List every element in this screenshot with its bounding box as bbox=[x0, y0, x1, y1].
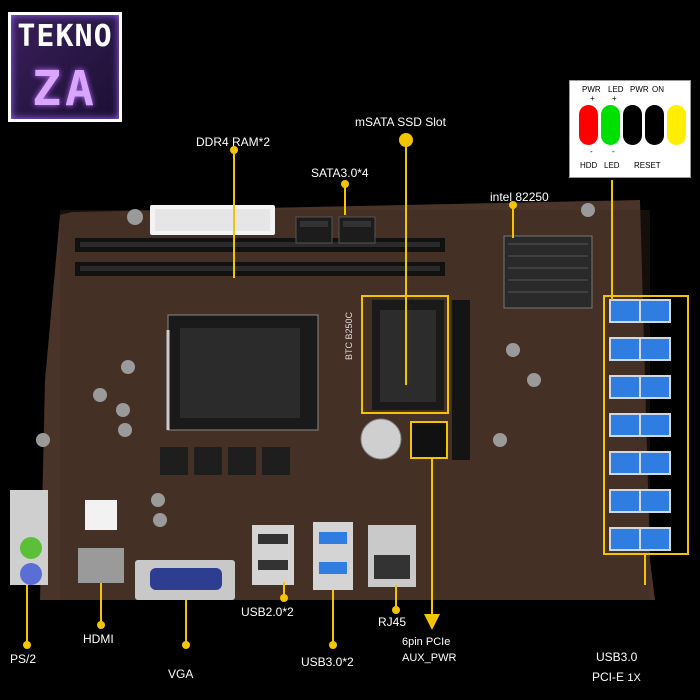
fp-top-label-1: PWR bbox=[582, 85, 601, 94]
usb3-pointer-dot bbox=[329, 641, 337, 649]
usb3-port-bank bbox=[609, 299, 671, 551]
motherboard-pcb bbox=[40, 200, 655, 600]
msata-pointer-dot bbox=[399, 133, 413, 147]
fp-bottom-label-3: RESET bbox=[634, 161, 661, 170]
sata-ports bbox=[295, 216, 376, 244]
fp-plus-1: + bbox=[590, 94, 595, 103]
vga-pointer-dot bbox=[182, 641, 190, 649]
chipset-heatsink bbox=[503, 235, 593, 309]
intel-pointer-dot bbox=[509, 201, 517, 209]
label-pcie-aux-line2: AUX_PWR bbox=[402, 652, 457, 664]
cpu-4pin-connector bbox=[85, 500, 117, 530]
label-vga: VGA bbox=[168, 667, 194, 681]
tekno-za-logo: TEKNO ZA bbox=[8, 12, 122, 122]
usb2-pointer-dot bbox=[280, 594, 288, 602]
label-pcie-aux-line1: 6pin PCIe bbox=[402, 636, 451, 648]
cpu-socket bbox=[166, 314, 319, 431]
capacitors bbox=[36, 203, 595, 527]
fp-bottom-label-2: LED bbox=[604, 161, 620, 170]
fp-top-label-4: ON bbox=[652, 85, 664, 94]
pcie-aux-connector bbox=[410, 421, 448, 459]
rj45-pointer-dot bbox=[392, 606, 400, 614]
label-msata: mSATA SSD Slot bbox=[355, 115, 446, 129]
msata-slot bbox=[372, 300, 444, 410]
ddr4-pointer-dot bbox=[230, 146, 238, 154]
hdmi-port bbox=[78, 548, 124, 583]
fp-pin-red bbox=[579, 105, 598, 145]
fp-bottom-label-1: HDD bbox=[580, 161, 598, 170]
ps2-pointer-dot bbox=[23, 641, 31, 649]
label-usb2: USB2.0*2 bbox=[241, 605, 294, 619]
label-rj45: RJ45 bbox=[378, 615, 407, 629]
fp-pin-black-2 bbox=[645, 105, 664, 145]
ps2-mouse-port bbox=[20, 563, 42, 585]
logo-line2: ZA bbox=[32, 61, 98, 117]
fp-minus-1: - bbox=[590, 147, 593, 156]
pcie-slot bbox=[452, 300, 470, 460]
fp-minus-2: - bbox=[612, 147, 615, 156]
fp-top-label-3: PWR bbox=[630, 85, 649, 94]
label-ddr4: DDR4 RAM*2 bbox=[196, 135, 271, 149]
fp-plus-2: + bbox=[612, 94, 617, 103]
label-sata: SATA3.0*4 bbox=[311, 166, 369, 180]
fp-top-label-2: LED bbox=[608, 85, 624, 94]
atx-power-connector bbox=[150, 205, 275, 235]
fp-pin-green bbox=[601, 105, 620, 145]
board-model-silkscreen: BTC B250C bbox=[344, 311, 354, 360]
leader-lines bbox=[26, 140, 646, 645]
pcie-arrow-icon bbox=[424, 614, 440, 630]
label-usb3-right: USB3.0 bbox=[596, 650, 638, 664]
label-ps2: PS/2 bbox=[10, 652, 37, 666]
sata-pointer-dot bbox=[341, 180, 349, 188]
hdmi-pointer-dot bbox=[97, 621, 105, 629]
power-chokes bbox=[160, 447, 290, 475]
rear-io bbox=[10, 490, 416, 600]
fp-pin-yellow bbox=[667, 105, 686, 145]
label-usb3: USB3.0*2 bbox=[301, 655, 354, 669]
label-pcie-x1-text: PCI-E bbox=[592, 670, 625, 684]
cmos-battery bbox=[360, 418, 402, 460]
label-hdmi: HDMI bbox=[83, 632, 114, 646]
fp-pin-black-1 bbox=[623, 105, 642, 145]
logo-line1: TEKNO bbox=[17, 19, 113, 54]
label-pcie-x1: PCI-E 1X bbox=[592, 670, 641, 684]
label-pcie-x1-suffix: 1X bbox=[627, 672, 641, 684]
front-panel-header-legend: PWR LED PWR ON + + - - HDD LED RESET bbox=[569, 80, 691, 178]
label-intel: intel 82250 bbox=[490, 190, 549, 204]
ps2-keyboard-port bbox=[20, 537, 42, 559]
